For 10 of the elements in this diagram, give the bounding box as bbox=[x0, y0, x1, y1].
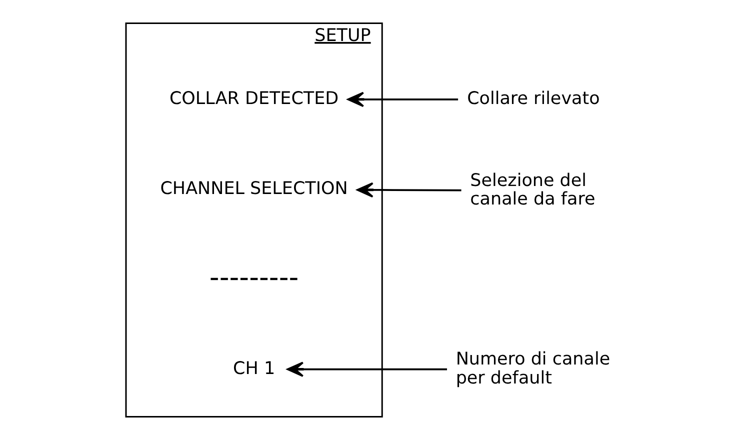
arrow bbox=[356, 182, 462, 198]
node-text: Numero di canale per default bbox=[456, 350, 610, 388]
arrow bbox=[286, 362, 447, 377]
label: --------- bbox=[209, 261, 299, 294]
node-text: Selezione del canale da fare bbox=[470, 170, 596, 210]
node-text: Collare rilevato bbox=[467, 89, 600, 110]
node-text: COLLAR DETECTED bbox=[169, 89, 339, 110]
node-text: CH 1 bbox=[233, 358, 276, 379]
node-text: CHANNEL SELECTION bbox=[160, 179, 348, 200]
arrow bbox=[347, 92, 458, 108]
